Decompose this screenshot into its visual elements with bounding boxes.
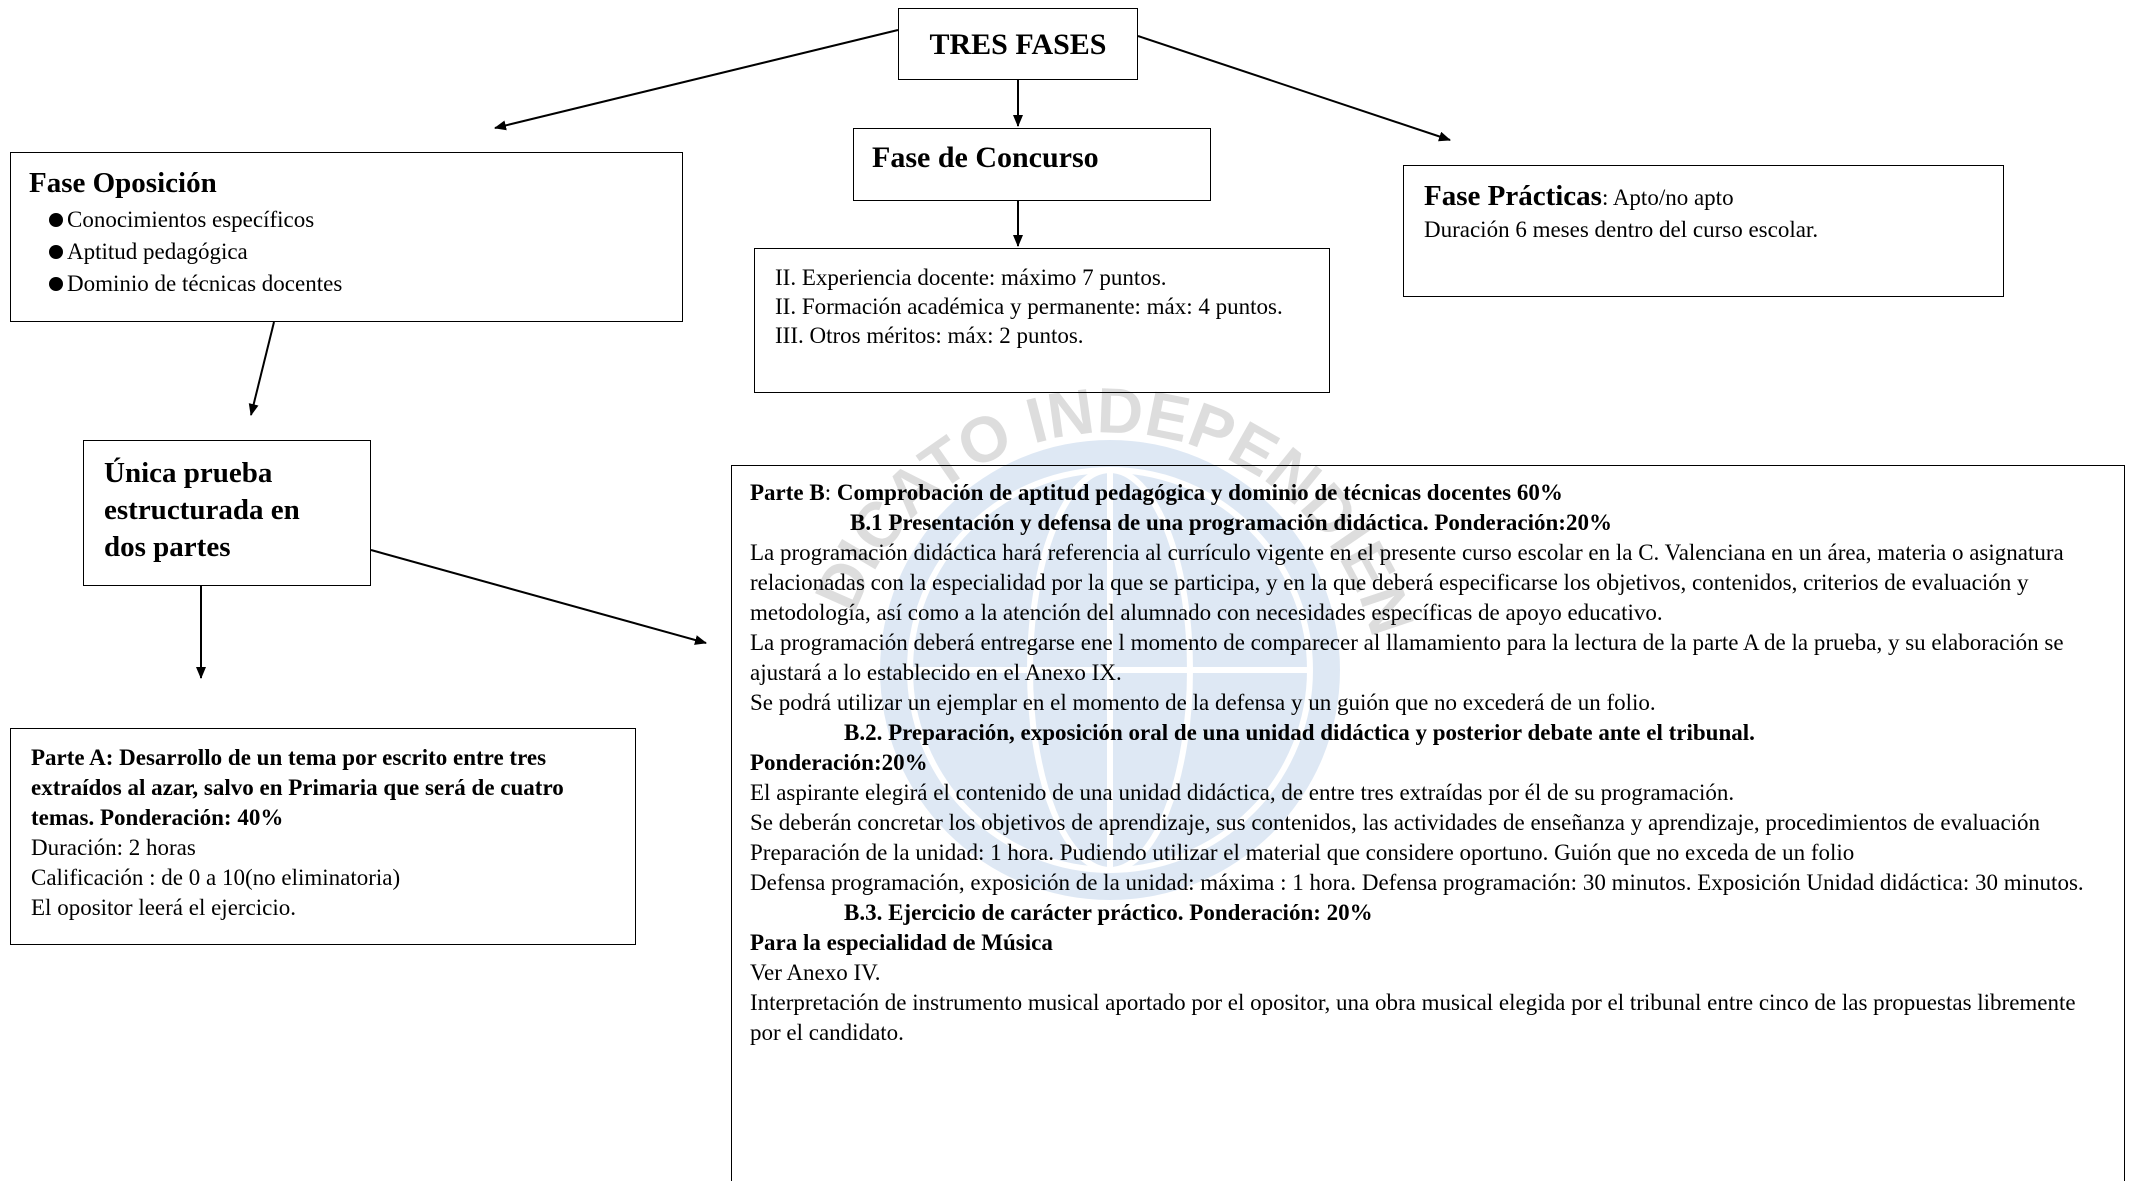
bullet-icon [49, 276, 63, 291]
arrow-to-parte-b [370, 549, 707, 645]
list-item-text: Dominio de técnicas docentes [67, 271, 343, 296]
merit-item: II. Formación académica y permanente: má… [775, 294, 1283, 319]
b2-ponderacion: Ponderación:20% [750, 750, 928, 775]
watermark-logo: SINDICATO INDEPENDIENTE [760, 250, 1428, 900]
b2-paragraph: El aspirante elegirá el contenido de una… [750, 780, 1735, 805]
parte-a-heading: Parte A: Desarrollo de un tema por escri… [31, 745, 564, 830]
parte-b-title-row: Parte B: Comprobación de aptitud pedagóg… [750, 480, 1563, 505]
arrow-to-unica [248, 321, 275, 416]
parte-a-line: Duración: 2 horas [31, 835, 196, 860]
b3-paragraph: Interpretación de instrumento musical ap… [750, 990, 2076, 1045]
b2-paragraph: Preparación de la unidad: 1 hora. Pudien… [750, 840, 1855, 865]
bullet-icon [49, 244, 63, 259]
parte-a-node: Parte A: Desarrollo de un tema por escri… [10, 728, 636, 945]
b2-paragraph: Se deberán concretar los objetivos de ap… [750, 810, 2041, 835]
unica-line: Única prueba [104, 457, 273, 489]
fase-practicas-result: : Apto/no apto [1601, 185, 1734, 210]
fase-oposicion-title: Fase Oposición [29, 167, 217, 199]
b1-heading: B.1 Presentación y defensa de una progra… [850, 510, 1612, 535]
parte-a-line: Calificación : de 0 a 10(no eliminatoria… [31, 865, 401, 890]
root-node: TRES FASES [898, 8, 1138, 80]
merit-item: III. Otros méritos: máx: 2 puntos. [775, 323, 1084, 348]
list-item: Dominio de técnicas docentes [29, 268, 682, 300]
parte-b-heading: Comprobación de aptitud pedagógica y dom… [836, 480, 1563, 505]
fase-concurso-node: Fase de Concurso [853, 128, 1211, 201]
root-title: TRES FASES [929, 28, 1107, 61]
b3-subheading: Para la especialidad de Música [750, 930, 1053, 955]
b1-paragraph: La programación didáctica hará referenci… [750, 540, 2064, 625]
arrow-to-practicas [1137, 35, 1451, 142]
fase-concurso-title: Fase de Concurso [872, 141, 1099, 174]
list-item: Conocimientos específicos [29, 204, 682, 236]
bullet-icon [49, 212, 63, 227]
concurso-merits-node: II. Experiencia docente: máximo 7 puntos… [754, 248, 1330, 393]
fase-practicas-node: Fase Prácticas: Apto/no apto Duración 6 … [1403, 165, 2004, 297]
fase-oposicion-node: Fase Oposición Conocimientos específicos… [10, 152, 683, 322]
b3-paragraph: Ver Anexo IV. [750, 960, 881, 985]
list-item-text: Aptitud pedagógica [67, 239, 248, 264]
list-item-text: Conocimientos específicos [67, 207, 315, 232]
b1-paragraph: La programación deberá entregarse ene l … [750, 630, 2064, 685]
list-item: Aptitud pedagógica [29, 236, 682, 268]
fase-practicas-duration: Duración 6 meses dentro del curso escola… [1424, 217, 1819, 242]
fase-practicas-title: Fase Prácticas [1424, 180, 1602, 212]
parte-b-node: Parte B: Comprobación de aptitud pedagóg… [731, 465, 2125, 1181]
b1-paragraph: Se podrá utilizar un ejemplar en el mome… [750, 690, 1656, 715]
unica-line: estructurada en [104, 494, 300, 526]
b2-heading: B.2. Preparación, exposición oral de una… [844, 720, 1755, 745]
fase-oposicion-list: Conocimientos específicos Aptitud pedagó… [29, 204, 682, 300]
parte-a-line: El opositor leerá el ejercicio. [31, 895, 297, 920]
unica-line: dos partes [104, 531, 231, 563]
unica-prueba-node: Única prueba estructurada en dos partes [83, 440, 371, 586]
arrow-to-oposicion [494, 29, 899, 131]
b3-heading: B.3. Ejercicio de carácter práctico. Pon… [844, 900, 1373, 925]
b2-paragraph: Defensa programación, exposición de la u… [750, 870, 2084, 895]
merit-item: II. Experiencia docente: máximo 7 puntos… [775, 265, 1167, 290]
parte-b-label: Parte B [750, 480, 825, 505]
